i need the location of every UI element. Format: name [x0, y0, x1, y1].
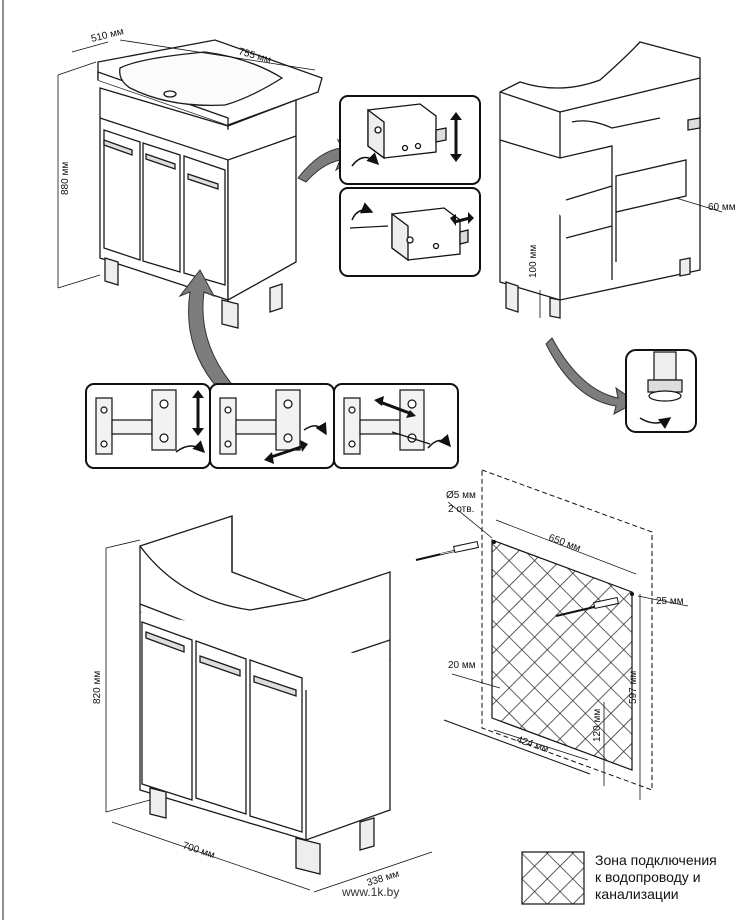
dim-wall-height: 597 мм — [628, 671, 639, 704]
cabinet-open-view — [499, 41, 701, 319]
connection-zone — [491, 539, 633, 771]
dim-lines-open — [539, 197, 723, 318]
dim-cabinet-width: 700 мм — [181, 840, 216, 861]
cabinet-body — [139, 515, 391, 875]
legend-line-3: канализации — [595, 886, 679, 902]
legend-label: Зона подключения к водопроводу и канализ… — [595, 852, 745, 903]
legend-line-1: Зона подключения — [595, 852, 717, 868]
dim-wall-right: 25 мм — [656, 596, 684, 607]
dim-lines-cabinet — [105, 539, 433, 893]
dim-hole-diameter: Ø5 мм — [446, 490, 476, 501]
dim-cabinet-height: 820 мм — [92, 671, 103, 704]
dim-wall-left: 20 мм — [448, 660, 476, 671]
arrow-to-foot-detail — [545, 337, 637, 415]
dim-wall-bottom-height: 120 мм — [592, 709, 603, 742]
legend-swatch — [521, 851, 585, 905]
legend-line-2: к водопроводу и — [595, 869, 701, 885]
dim-hole-count: 2 отв. — [448, 504, 474, 515]
dim-side-offset: 60 мм — [708, 202, 736, 213]
latch-detail-panel — [339, 95, 481, 277]
watermark: www.1k.by — [341, 885, 399, 899]
arrow-to-hinge-detail — [178, 269, 247, 409]
cabinet-with-sink — [97, 39, 323, 329]
dim-lines-wall — [447, 501, 689, 800]
hinge-detail-panel — [85, 383, 459, 469]
wall-mount-scheme — [415, 469, 653, 791]
foot-detail-panel — [625, 349, 697, 433]
dim-top-height: 880 мм — [60, 162, 71, 195]
dim-wall-width: 650 мм — [547, 532, 582, 554]
dim-side-leg: 100 мм — [528, 245, 539, 278]
dimension-lines-top — [57, 39, 316, 289]
